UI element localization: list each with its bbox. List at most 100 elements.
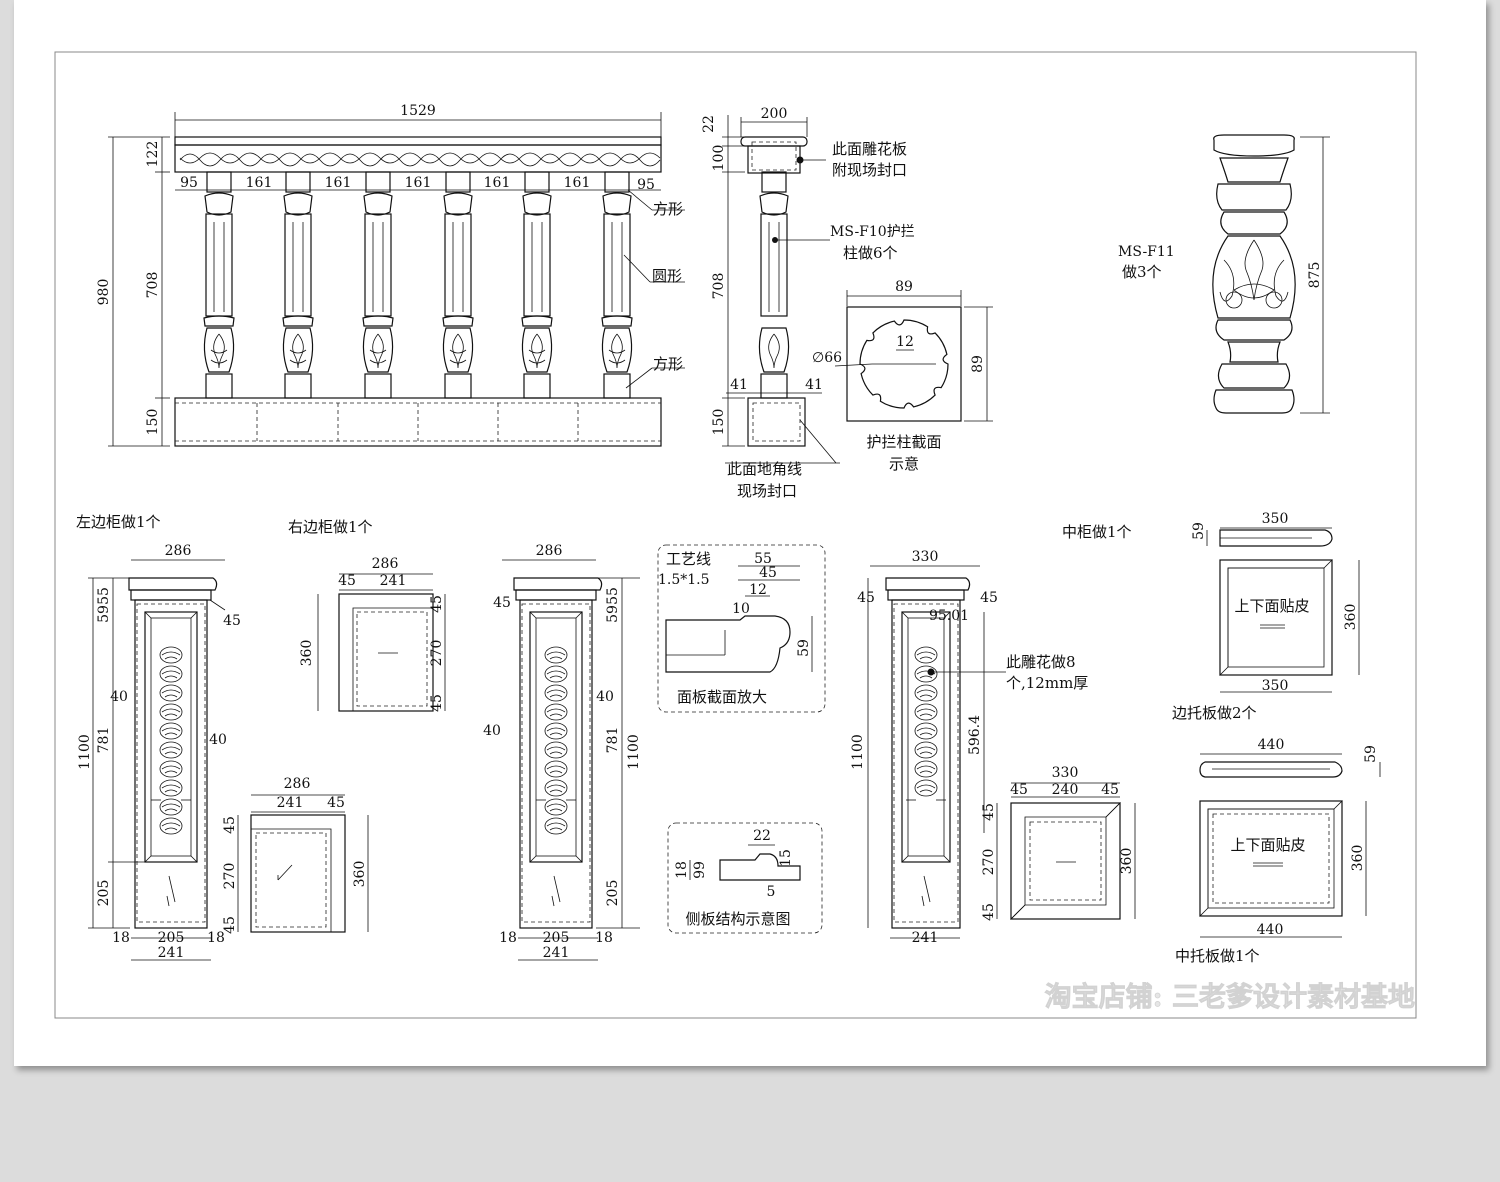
dim-text-18-right-b: 18 [595, 930, 613, 946]
dim-text-41-right: 41 [805, 377, 823, 393]
middle-cabinet-elevation: 330 1100 45 45 95.01 596.4 241 此雕花做8 个,1… [850, 549, 1088, 946]
dim-text-240-mid-plan: 240 [1052, 782, 1079, 798]
dim-text-45-right-plan-top: 45 [429, 595, 445, 613]
dim-text-150-side: 150 [711, 409, 727, 436]
dim-spacing-row: 95 161 161 161 161 161 95 [175, 175, 661, 193]
dim-text-40-right-b: 40 [483, 723, 501, 739]
dim-text-708-side: 708 [711, 273, 727, 300]
dim-text-59-mid-board: 59 [1363, 745, 1379, 763]
dim-text-45-mid-plan-top: 45 [981, 803, 997, 821]
dim-text-596-mid: 596.4 [967, 715, 983, 755]
label-right-cabinet: 右边柜做1个 [288, 518, 373, 536]
label-middle-board: 中托板做1个 [1175, 947, 1260, 965]
middle-cabinet-plan: 330 45 240 45 45 270 45 360 [981, 765, 1136, 921]
baluster [282, 171, 314, 399]
dim-text-45-right-plan: 45 [338, 573, 356, 589]
dim-text-205-left: 205 [96, 880, 112, 907]
caption-schematic: 示意 [889, 455, 919, 473]
note-baseboard: 此面地角线 [727, 460, 802, 478]
label-middle-cabinet: 中柜做1个 [1062, 523, 1132, 541]
dim-text-89-h: 89 [970, 355, 986, 373]
dim-text-1100-right: 1100 [626, 734, 642, 770]
dim-text-205-right-bottom: 205 [543, 930, 570, 946]
railing-side-view [740, 136, 826, 447]
dim-text-781-left: 781 [96, 727, 112, 754]
dim-text-det-12: 12 [749, 582, 767, 598]
dim-text-161-d: 161 [484, 175, 511, 191]
right-cabinet-elevation: 286 55 59 781 205 1100 45 40 40 18 205 1… [483, 543, 642, 961]
dim-text-980: 980 [96, 279, 112, 306]
dim-text-241-plan: 241 [277, 795, 304, 811]
dim-text-det-10: 10 [732, 601, 750, 617]
dim-text-330-mid: 330 [912, 549, 939, 565]
dim-text-45-mid-plan-bottom: 45 [981, 903, 997, 921]
dim-text-205-left-bottom: 205 [158, 930, 185, 946]
label-qty-3: 做3个 [1122, 263, 1162, 281]
dim-text-350-bottom: 350 [1262, 678, 1289, 694]
label-round: 圆形 [652, 267, 682, 285]
side-structure-detail: 22 18 99 15 5 侧板结构示意图 [667, 822, 823, 934]
dim-text-241-right: 241 [543, 945, 570, 961]
caption-panel-section: 面板截面放大 [677, 688, 767, 706]
dim-text-350-top: 350 [1262, 511, 1289, 527]
dim-left-stack: 980 122 708 150 [96, 136, 170, 447]
dim-text-det-22: 22 [753, 828, 771, 844]
drawing-sheet: 1529 980 122 708 150 95 161 161 161 161 … [14, 0, 1486, 1066]
dim-text-45-plan: 45 [327, 795, 345, 811]
label-craft-line: 工艺线 [666, 550, 711, 568]
dim-text-89-w: 89 [895, 279, 913, 295]
baluster [362, 171, 394, 399]
dim-text-360-right-plan: 360 [299, 640, 315, 667]
dim-text-18-left-a: 18 [112, 930, 130, 946]
dim-text-det-5: 5 [767, 884, 776, 900]
dim-text-200: 200 [761, 106, 788, 122]
dim-text-95-left: 95 [180, 175, 198, 191]
note-base-seal: 现场封口 [737, 482, 797, 500]
dim-text-241-right-plan: 241 [380, 573, 407, 589]
dim-text-270-mid-plan: 270 [981, 849, 997, 876]
dim-text-1100-mid: 1100 [850, 734, 866, 770]
side-board: 350 59 上下面贴皮 360 350 边托板做2个 [1172, 511, 1360, 722]
post-section: 89 12 ∅66 89 护拦柱截面 示意 [812, 279, 993, 473]
dim-text-45-mid-plan-b: 45 [1101, 782, 1119, 798]
dim-text-708: 708 [145, 272, 161, 299]
carving-ornament [159, 646, 183, 835]
panel-section-detail: 工艺线 1.5*1.5 55 45 12 10 59 面板截面放大 [657, 544, 826, 713]
dim-1529: 1529 [174, 103, 662, 137]
dim-text-122: 122 [145, 141, 161, 168]
right-cabinet-plan: 286 45 241 360 45 270 45 [299, 556, 446, 712]
baluster [601, 171, 633, 399]
dim-text-45-left: 45 [223, 613, 241, 629]
dim-text-59-right: 59 [605, 605, 621, 623]
dim-text-phi66: ∅66 [812, 350, 842, 366]
dim-text-det-55: 55 [754, 551, 772, 567]
note-carved-panel: 此面雕花板 [832, 140, 907, 158]
dim-text-95-mid: 95.01 [929, 608, 969, 624]
dim-text-59-left: 59 [96, 605, 112, 623]
dim-text-45-mid-plan-a: 45 [1010, 782, 1028, 798]
dim-text-360-plan: 360 [352, 861, 368, 888]
label-veneer-mid: 上下面贴皮 [1230, 836, 1305, 854]
dim-text-270-right-plan: 270 [429, 640, 445, 667]
dim-text-440-bottom: 440 [1257, 922, 1284, 938]
railing-front-elevation [174, 136, 662, 447]
note-post-qty: 柱做6个 [843, 244, 898, 262]
dim-text-59-board: 59 [1191, 522, 1207, 540]
dim-text-161-a: 161 [246, 175, 273, 191]
dim-text-40-right-a: 40 [596, 689, 614, 705]
dim-text-161-e: 161 [564, 175, 591, 191]
dim-text-40-left-b: 40 [209, 732, 227, 748]
dim-text-45-right: 45 [493, 595, 511, 611]
dim-text-100: 100 [711, 145, 727, 172]
dim-text-161-c: 161 [405, 175, 432, 191]
dim-text-det-59: 59 [796, 639, 812, 657]
dim-text-360-mid-board: 360 [1350, 845, 1366, 872]
dim-text-det-15: 15 [778, 849, 794, 867]
drawing-frame [54, 51, 1417, 1019]
dim-text-875: 875 [1307, 262, 1323, 289]
dim-text-286-right-plan: 286 [372, 556, 399, 572]
technical-drawing: 1529 980 122 708 150 95 161 161 161 161 … [54, 51, 1417, 1019]
railing-leaders: 方形 圆形 方形 [623, 189, 685, 389]
side-view-dims: 200 22 100 708 150 41 41 [701, 106, 823, 447]
dim-text-40-left-a: 40 [110, 689, 128, 705]
